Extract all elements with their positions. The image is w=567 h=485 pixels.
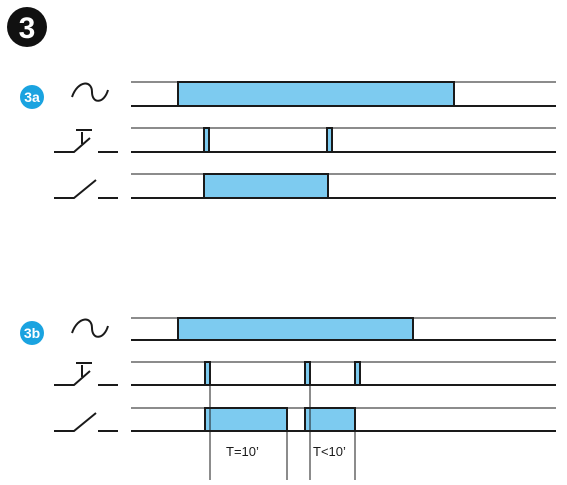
press-pulse — [304, 361, 311, 386]
svg-text:3b: 3b — [24, 325, 40, 341]
svg-text:3: 3 — [19, 12, 36, 45]
press-pulse — [204, 361, 211, 386]
contact-trace-3b — [131, 407, 556, 432]
timer-equal-label: T=10’ — [226, 444, 259, 459]
section-3b: 3b — [20, 317, 556, 480]
press-pulse — [326, 127, 333, 153]
svg-text:3a: 3a — [24, 89, 40, 105]
contact-switch-icon — [54, 412, 118, 432]
step-number-badge: 3 — [7, 7, 47, 47]
pushbutton-icon — [54, 362, 118, 386]
timer-less-label: T<10’ — [313, 444, 346, 459]
contact-switch-icon — [54, 179, 118, 199]
supply-pulse — [177, 81, 455, 107]
contact-on-pulse — [304, 407, 356, 432]
ac-supply-icon — [71, 318, 109, 338]
pushbutton-trace-3b — [131, 361, 556, 386]
contact-on-pulse — [203, 173, 329, 199]
supply-pulse — [177, 317, 414, 341]
press-pulse — [354, 361, 361, 386]
section-3a: 3a — [20, 81, 556, 199]
section-3a-badge: 3a — [20, 85, 44, 109]
supply-trace-3a — [131, 81, 556, 107]
section-3b-badge: 3b — [20, 321, 44, 345]
pushbutton-trace-3a — [131, 127, 556, 153]
supply-trace-3b — [131, 317, 556, 341]
contact-on-pulse — [204, 407, 288, 432]
contact-trace-3a — [131, 173, 556, 199]
pushbutton-icon — [54, 129, 118, 153]
ac-supply-icon — [71, 82, 109, 102]
press-pulse — [203, 127, 210, 153]
timing-markers — [209, 385, 356, 480]
